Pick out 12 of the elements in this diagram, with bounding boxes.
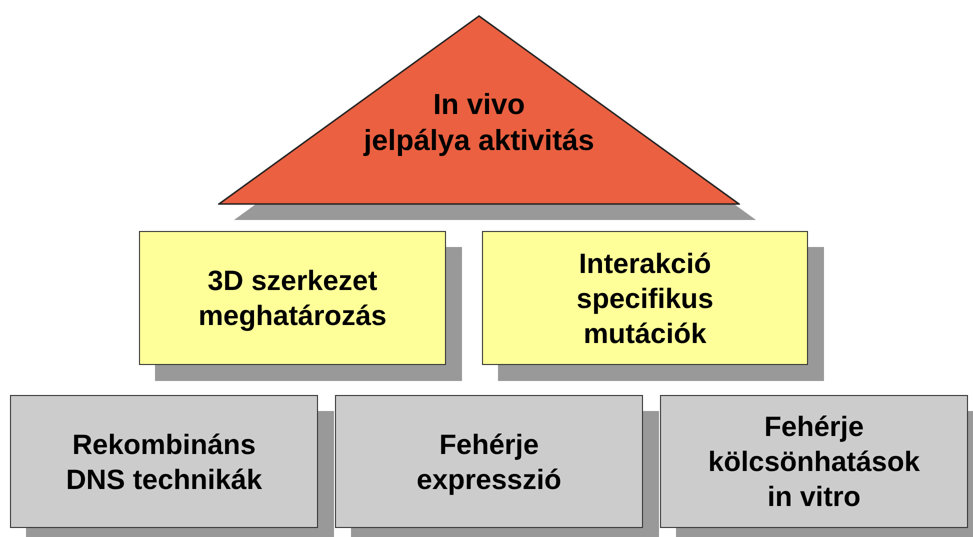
node-label: Interakció specifikus mutációk	[576, 246, 714, 350]
process-box	[139, 231, 446, 365]
node-label: Rekombináns DNS technikák	[66, 428, 262, 496]
node-label: Fehérje expresszió	[416, 428, 562, 496]
triangle-shape	[218, 15, 740, 205]
process-box	[660, 395, 968, 528]
process-box	[10, 395, 318, 528]
node-label: In vivo jelpálya aktivitás	[364, 88, 594, 159]
process-box	[335, 395, 643, 528]
process-box	[482, 231, 808, 365]
node-label: Fehérje kölcsönhatások in vitro	[708, 410, 920, 514]
node-label: 3D szerkezet meghatározás	[198, 264, 387, 333]
